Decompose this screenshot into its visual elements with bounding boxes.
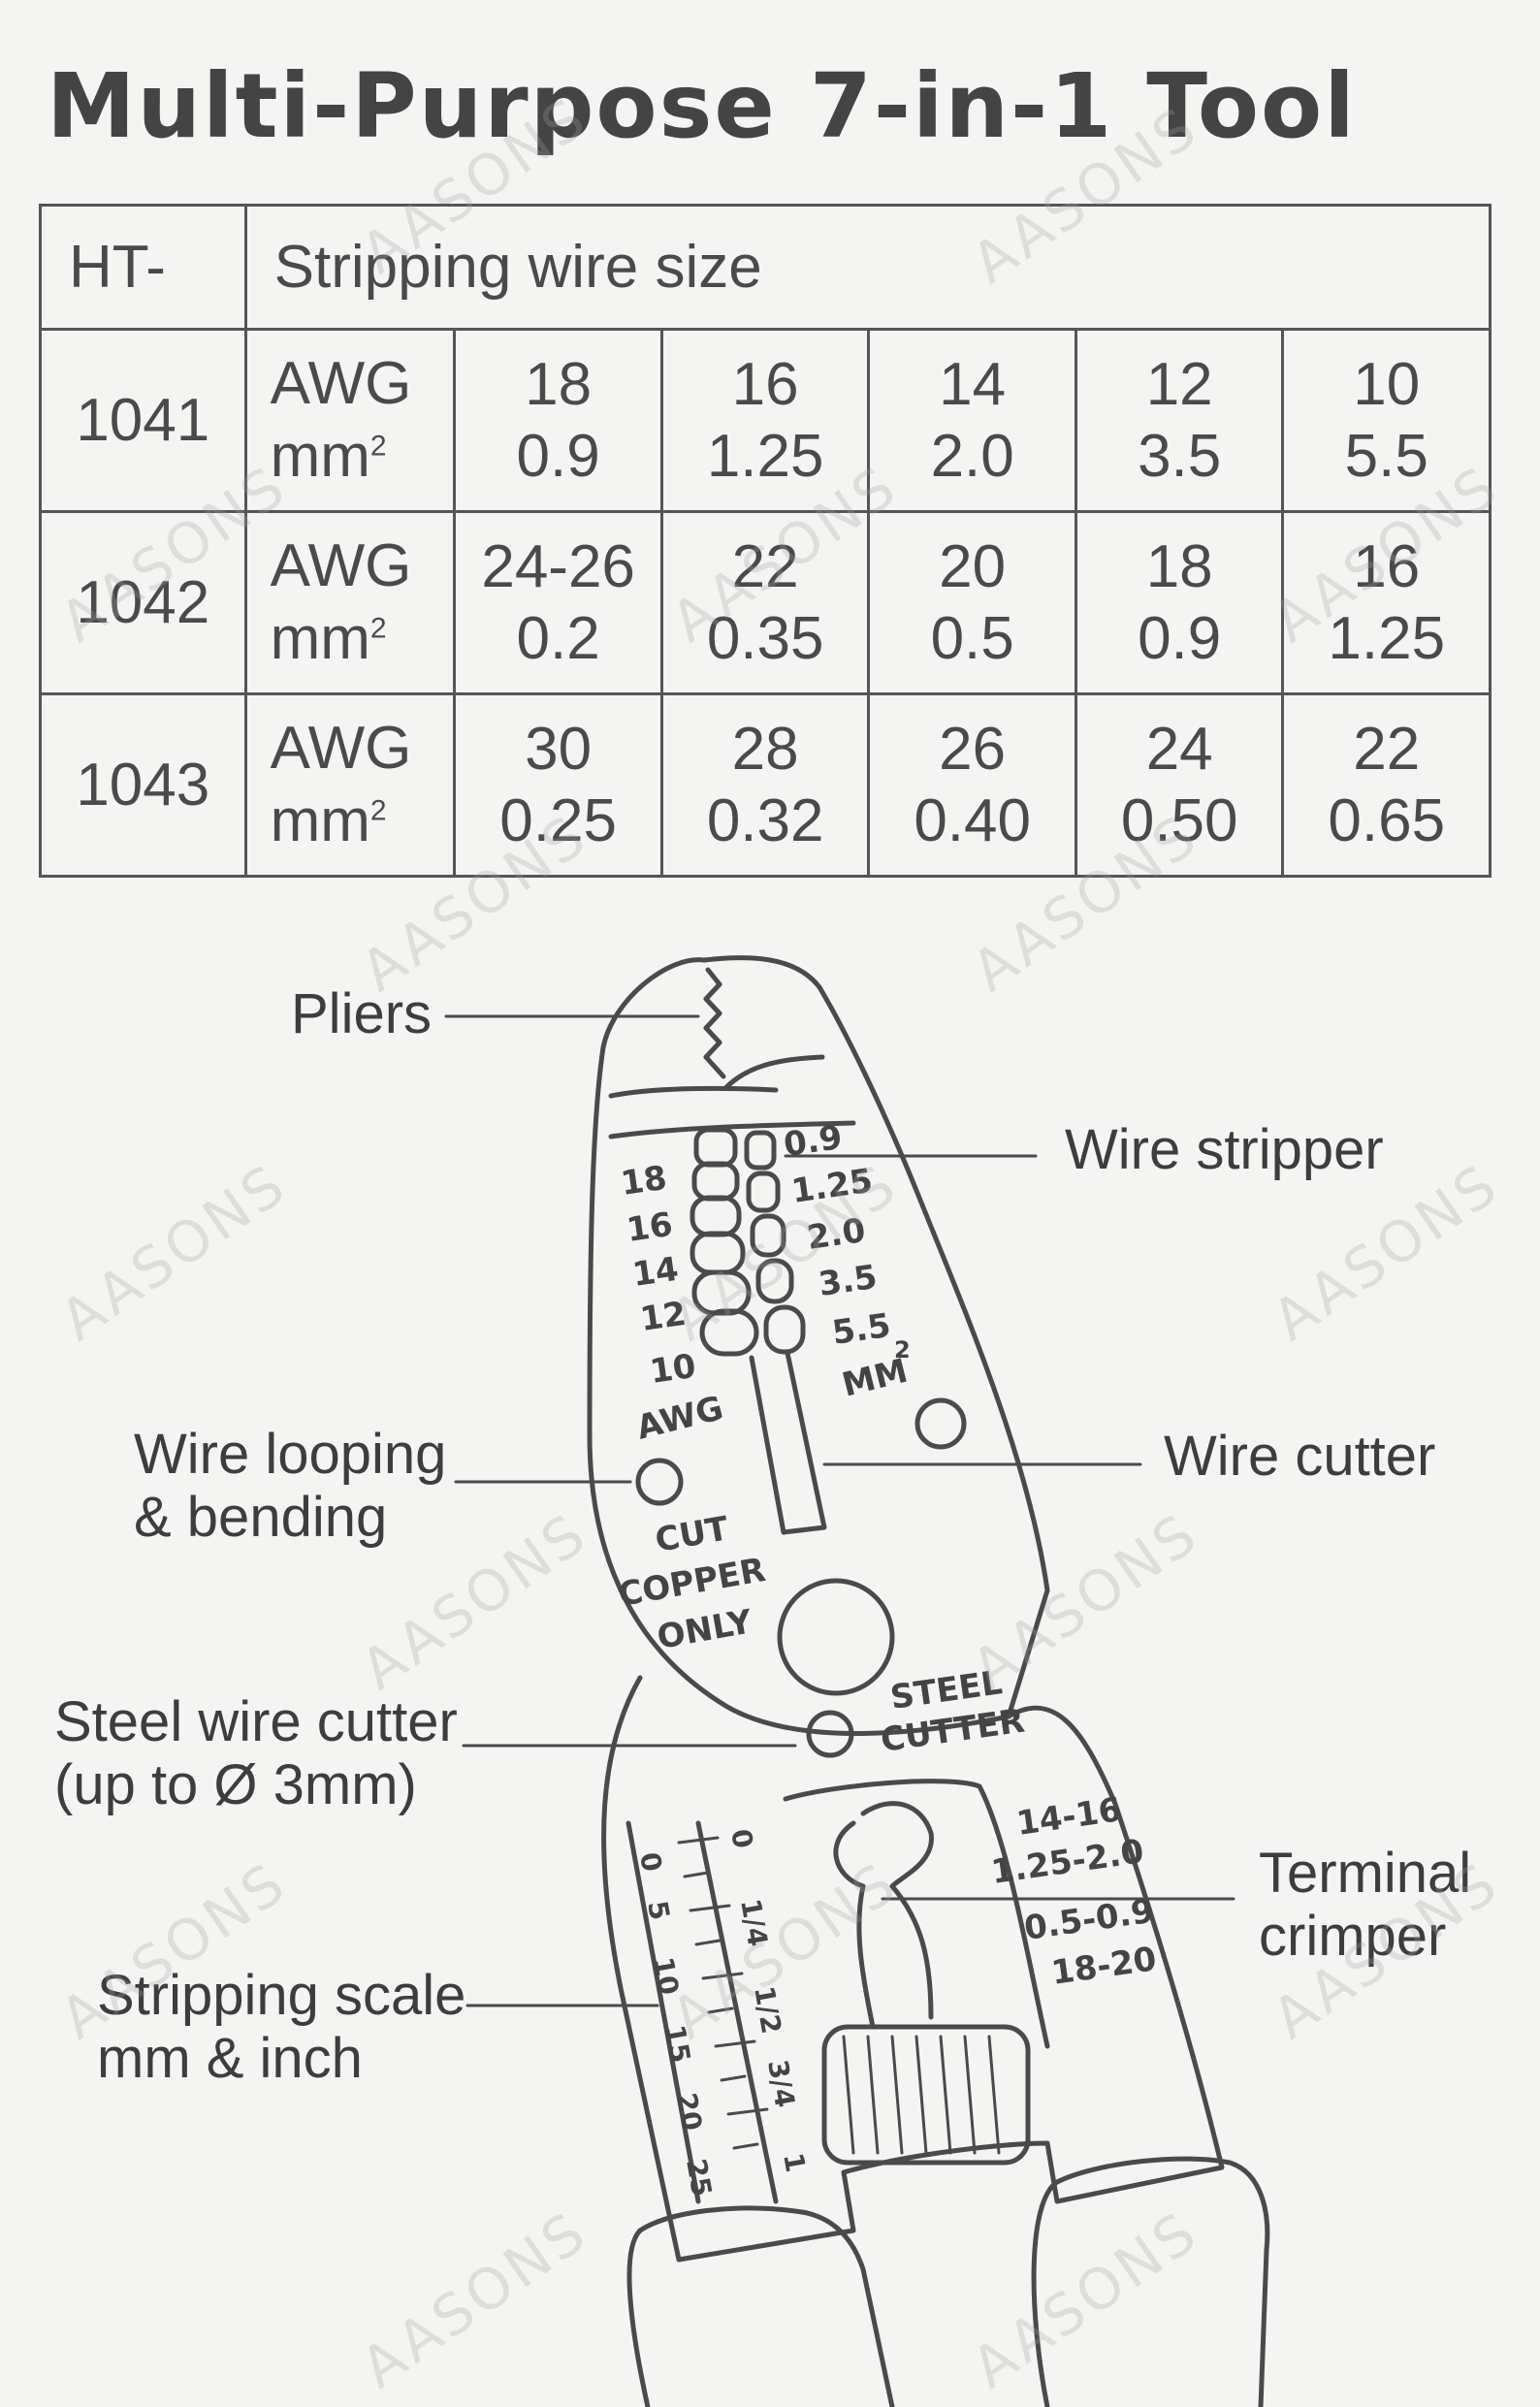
inch-scale-label: 1 xyxy=(777,2150,812,2174)
right-handle xyxy=(1054,2156,1270,2407)
callout-wire-looping: Wire looping& bending xyxy=(134,1423,447,1549)
pivot-bolt xyxy=(777,1578,895,1696)
page-title: Multi-Purpose 7-in-1 Tool xyxy=(47,54,1357,158)
stripping-holes xyxy=(690,1127,806,1357)
stripping-scale-ruler xyxy=(626,1820,779,2204)
awg-size-label: 18 xyxy=(619,1159,669,1204)
looping-hole xyxy=(635,1458,684,1506)
callout-wire-stripper: Wire stripper xyxy=(1065,1118,1384,1181)
mm-sup: 2 xyxy=(894,1336,911,1364)
spring xyxy=(821,2024,1031,2166)
plier-teeth xyxy=(703,967,726,1079)
callout-steel-wire-cutter: Steel wire cutter(up to Ø 3mm) xyxy=(54,1690,458,1816)
steel-cutter-hole xyxy=(806,1710,854,1758)
mm-size-label: 3.5 xyxy=(817,1258,880,1304)
callout-wire-cutter: Wire cutter xyxy=(1164,1425,1436,1488)
model-cell: 1043 xyxy=(39,692,247,878)
awg-size-label: 14 xyxy=(630,1250,681,1295)
scale-ticks xyxy=(677,1836,769,2150)
cutter-hole xyxy=(914,1397,967,1450)
cut-copper-text: CUT xyxy=(653,1509,732,1560)
upper-jaw xyxy=(587,955,1050,1736)
awg-size-label: 16 xyxy=(625,1205,675,1250)
left-handle xyxy=(637,2205,895,2407)
mm-size-label: 0.9 xyxy=(782,1118,845,1165)
mm-scale-label: 5 xyxy=(641,1898,676,1922)
model-cell: 1042 xyxy=(39,510,247,695)
lower-body xyxy=(601,1675,1225,2263)
mm-size-label: 5.5 xyxy=(830,1306,893,1353)
crimp-size-text: 18-20 xyxy=(1049,1940,1159,1993)
size-header: Stripping wire size xyxy=(243,204,1492,331)
inch-scale-label: 3/4 xyxy=(761,2057,801,2109)
crimp-size-text: 14-16 xyxy=(1014,1790,1124,1844)
cut-copper-text: ONLY xyxy=(655,1602,755,1657)
model-cell: 1041 xyxy=(39,328,247,513)
awg-label: AWG xyxy=(633,1389,727,1448)
mm-scale-label: 15 xyxy=(658,2022,696,2065)
awg-size-label: 10 xyxy=(648,1347,698,1392)
awg-size-label: 12 xyxy=(638,1295,689,1339)
inch-scale-label: 0 xyxy=(724,1826,759,1850)
mm-scale-label: 10 xyxy=(647,1954,685,1997)
crimp-size-text: 1.25-2.0 xyxy=(989,1832,1146,1892)
callout-pliers: Pliers xyxy=(291,982,433,1045)
mm-scale-label: 20 xyxy=(670,2090,708,2133)
mm-scale-label: 25 xyxy=(680,2156,718,2198)
model-header: HT- xyxy=(39,204,247,331)
table-header-row: HT- Stripping wire size xyxy=(39,204,1492,331)
mm-scale-label: 0 xyxy=(633,1849,668,1874)
mm-size-label: 2.0 xyxy=(805,1211,868,1258)
